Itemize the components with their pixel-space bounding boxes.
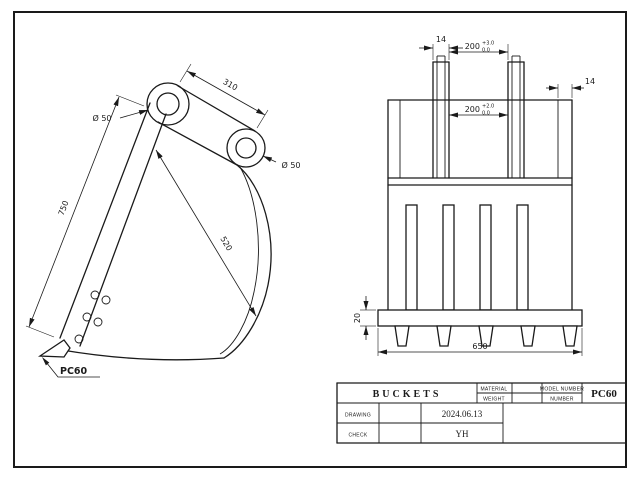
material-label: MATERIAL: [480, 387, 507, 393]
drawing-label: DRAWING: [345, 413, 371, 419]
dim-side-plate-label: 14: [585, 77, 595, 86]
dim-link-length-label: 310: [221, 77, 239, 92]
bucket-profile: [37, 102, 272, 361]
front-view-dimensions: 14 200 +3.0 0.0 14 200 +2.0 0.0 20: [353, 35, 595, 356]
dim-ear-span-mid-tol-upper: +2.0: [482, 104, 494, 110]
teeth-row: [394, 325, 578, 347]
bucket-tooth-side: [37, 339, 71, 358]
drawing-date: 2024.06.13: [442, 409, 483, 419]
link-plate: [157, 85, 256, 166]
dim-ear-span-mid-tol-lower: 0.0: [482, 111, 490, 117]
front-plate-holes: [74, 290, 111, 344]
side-view-dimensions: 310 Ø 50 Ø 50 750 520 PC60: [25, 63, 301, 378]
cutting-edge: [377, 309, 583, 327]
side-view: 310 Ø 50 Ø 50 750 520 PC60: [25, 63, 301, 378]
dim-edge-height-label: 20: [353, 313, 362, 323]
check-label: CHECK: [348, 433, 367, 439]
dim-ear-span-top-value: 200: [465, 42, 480, 51]
wear-bars: [405, 204, 529, 311]
drawing-border: [13, 11, 627, 468]
model-callout-label: PC60: [60, 366, 88, 377]
dim-overall-width-label: 650: [472, 342, 487, 351]
model-number-label: MODEL NUMBER: [540, 387, 584, 393]
weight-label: WEIGHT: [483, 397, 505, 403]
number-label: NUMBER: [550, 397, 574, 403]
dim-opening-label: 520: [218, 235, 234, 253]
dim-front-edge-label: 750: [57, 199, 71, 216]
front-view: 14 200 +3.0 0.0 14 200 +2.0 0.0 20: [353, 35, 595, 356]
check-value: YH: [456, 429, 469, 439]
dim-ear-plate-label: 14: [436, 35, 446, 44]
dim-boss-top-label: Ø 50: [92, 113, 111, 123]
dim-ear-span-top-tol-upper: +3.0: [482, 41, 494, 47]
dim-ear-span-top-tol-lower: 0.0: [482, 48, 490, 54]
bucket-shell: [387, 99, 573, 311]
model-number-value: PC60: [591, 388, 617, 400]
hanger-ear-left: [432, 55, 450, 179]
title-block-grid: [336, 382, 627, 444]
boss-top-hole: [156, 92, 180, 116]
dim-ear-span-mid-value: 200: [465, 105, 480, 114]
hanger-ear-right: [507, 55, 525, 179]
boss-bottom-outer: [226, 128, 266, 168]
title-block: BUCKETS MATERIAL WEIGHT MODEL NUMBER NUM…: [336, 382, 627, 444]
boss-bottom-hole: [235, 137, 257, 159]
title-block-title: BUCKETS: [373, 389, 442, 400]
dim-boss-bottom-label: Ø 50: [281, 160, 300, 170]
